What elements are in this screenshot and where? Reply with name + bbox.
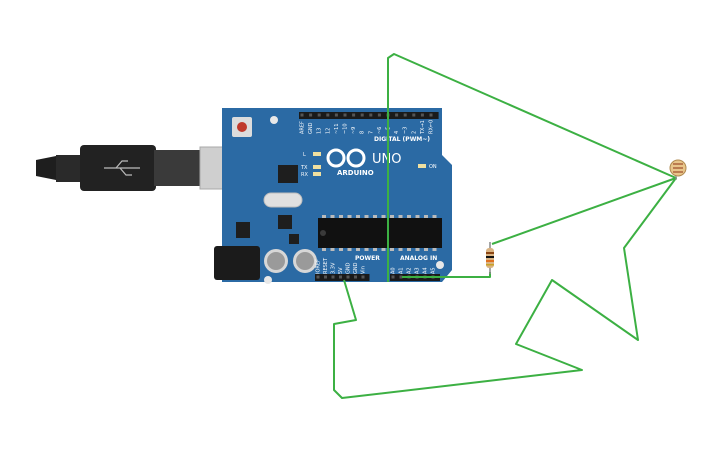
tx-led-label: TX [300,165,308,171]
rx-led-label: RX [301,172,308,178]
power-jack [214,246,260,280]
digital-pin-label: 12 [325,128,331,134]
analog-pin-label: A1 [399,267,405,274]
brand-label: ARDUINO [337,169,374,177]
arduino-logo-icon [326,148,366,168]
power-header-label: POWER [355,255,380,262]
wire-photoresistor-to-5v[interactable] [333,177,677,399]
digital-pin-label: 8 [360,131,366,134]
microcontroller-chip [318,215,442,251]
analog-pin-label: A2 [407,267,413,274]
power-pin[interactable] [316,275,320,279]
analog-pin-label: A0 [391,267,397,274]
usb-symbol-icon [104,160,140,176]
digital-pin[interactable] [420,113,424,117]
digital-pin-label: ~6 [377,127,383,134]
analog-pin-label: A3 [415,267,421,274]
digital-pin[interactable] [317,113,321,117]
digital-pin[interactable] [403,113,407,117]
power-pin[interactable] [339,275,342,279]
digital-pin[interactable] [309,113,313,117]
digital-pin-label: 7 [368,131,374,134]
small-ic [289,234,299,244]
analog-header-label: ANALOG IN [400,255,437,262]
digital-pin[interactable] [360,113,364,117]
power-pin[interactable] [324,275,327,279]
l-led [313,152,321,156]
power-pin[interactable] [331,275,335,279]
power-pin-label: RESET [323,257,329,274]
power-pin-label: 3.3V [331,262,337,274]
resistor[interactable] [486,242,494,274]
power-pin-label: Vin [361,266,367,274]
power-pin-label: GND [353,262,359,274]
voltage-regulator [236,222,250,238]
digital-header-label: DIGITAL (PWM~) [374,136,430,143]
digital-pin-label: 13 [317,128,323,134]
power-header[interactable] [315,274,370,281]
digital-header[interactable] [299,112,439,119]
photoresistor[interactable] [669,159,687,180]
digital-pin-label: 2 [411,131,417,134]
analog-pin[interactable] [391,275,395,279]
digital-pin[interactable] [377,113,381,117]
analog-pin-label: A4 [423,267,429,274]
digital-pin-label: AREF [300,121,306,134]
tx-led [313,165,321,169]
digital-pin-label: TX→1 [420,120,426,135]
digital-pin-label: ~11 [334,123,340,134]
digital-pin[interactable] [326,113,330,117]
l-led-label: L [303,152,306,158]
mounting-hole [264,276,272,284]
reset-button[interactable] [232,117,252,137]
digital-pin[interactable] [300,113,304,117]
power-pin[interactable] [346,275,350,279]
analog-pin-label: A5 [431,267,437,274]
model-label: UNO [372,152,401,167]
power-pin-label: IOREF [316,259,322,274]
digital-pin[interactable] [412,113,416,117]
on-led [418,164,426,168]
digital-pin-label: ~9 [351,127,357,134]
digital-pin[interactable] [395,113,399,117]
digital-pin[interactable] [334,113,338,117]
digital-pin-label: ~3 [403,127,409,134]
digital-pin-label: ~10 [343,123,349,134]
mounting-hole [436,261,444,269]
wire-photoresistor-to-pin[interactable] [387,53,677,282]
mounting-hole [270,116,278,124]
power-pin-label: 5V [338,267,344,274]
digital-pin-label: GND [308,122,314,134]
usb-chip [278,165,298,183]
power-pin[interactable] [361,275,365,279]
digital-pin[interactable] [369,113,373,117]
regulator-chip [278,215,292,229]
digital-pin[interactable] [429,113,433,117]
on-led-label: ON [429,164,437,170]
digital-pin-label: RX←0 [429,120,435,134]
crystal [263,192,303,208]
analog-pin[interactable] [399,275,403,279]
digital-pin-label: 4 [394,131,400,134]
power-pin-label: GND [346,262,352,274]
digital-pin[interactable] [343,113,347,117]
capacitors [264,249,317,273]
rx-led [313,172,321,176]
power-pin[interactable] [354,275,357,279]
digital-pin[interactable] [352,113,356,117]
